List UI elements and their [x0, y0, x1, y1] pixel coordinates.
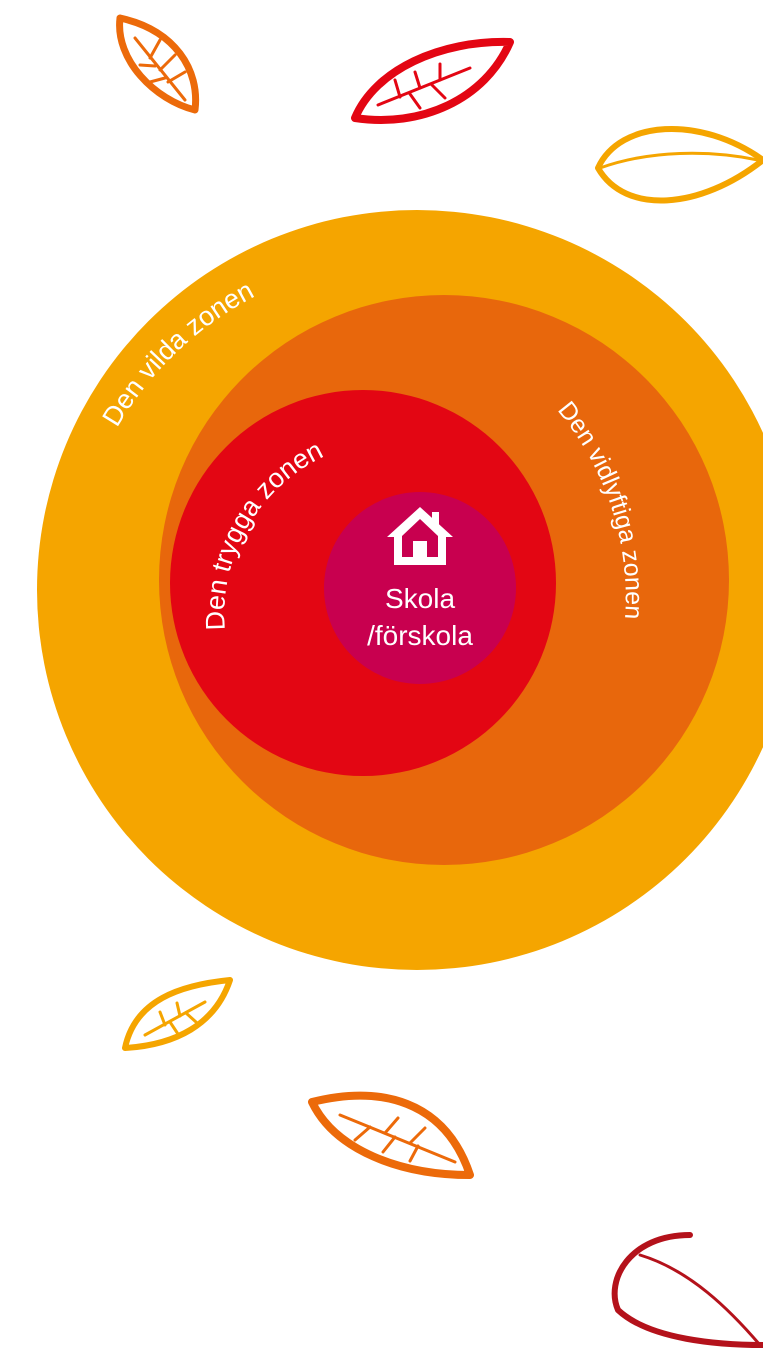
center-zone [324, 492, 516, 684]
leaf-icon [595, 125, 763, 204]
leaf-icon [351, 37, 514, 124]
house-icon [387, 507, 453, 565]
center-label-line1: Skola [385, 583, 455, 614]
leaf-icon [308, 1091, 474, 1179]
center-label-line2: /förskola [367, 620, 473, 651]
leaf-icon [122, 977, 233, 1051]
leaf-icon [116, 14, 200, 114]
leaf-icon [611, 1232, 763, 1348]
